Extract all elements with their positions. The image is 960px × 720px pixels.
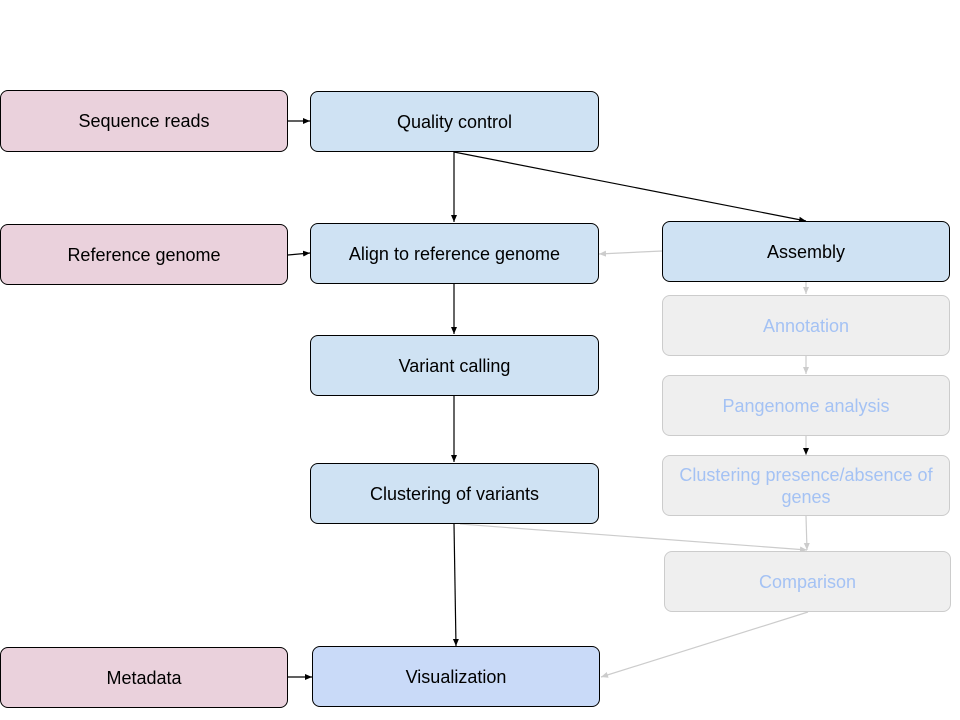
node-metadata-label: Metadata (106, 667, 182, 688)
node-comparison-label: Comparison (758, 571, 857, 592)
node-pangenome-analysis: Pangenome analysis (662, 375, 950, 436)
node-annotation: Annotation (662, 295, 950, 356)
node-annotation-label: Annotation (762, 315, 850, 336)
node-variant-calling: Variant calling (310, 335, 599, 396)
node-sequence-reads: Sequence reads (0, 90, 288, 152)
node-clustering-presence-label: Clustering presence/absence of genes (679, 464, 933, 507)
node-quality-control-label: Quality control (396, 111, 513, 132)
node-align-reference-label: Align to reference genome (348, 243, 561, 264)
node-comparison: Comparison (664, 551, 951, 612)
node-sequence-reads-label: Sequence reads (78, 111, 210, 131)
arrow-assembly-to-align (598, 250, 663, 257)
node-visualization-label: Visualization (405, 666, 507, 687)
node-reference-genome-label: Reference genome (67, 244, 221, 265)
node-pangenome-analysis-label: Pangenome analysis (722, 395, 890, 416)
arrow-comparison-to-visualization (600, 611, 809, 678)
arrow-clustering-variants-to-comparison (459, 523, 808, 553)
node-clustering-variants-label: Clustering of variants (369, 483, 540, 504)
node-clustering-variants: Clustering of variants (310, 463, 599, 524)
node-variant-calling-label: Variant calling (398, 355, 511, 376)
node-clustering-presence: Clustering presence/absence of genes (662, 455, 950, 516)
node-assembly: Assembly (662, 221, 950, 282)
arrow-clustering-to-visualization (452, 523, 459, 647)
node-assembly-label: Assembly (766, 241, 846, 262)
node-reference-genome: Reference genome (0, 224, 288, 285)
arrow-ref-to-align (287, 250, 311, 257)
node-quality-control: Quality control (310, 91, 599, 152)
node-metadata: Metadata (0, 647, 288, 708)
arrow-clustering-presence-to-comparison (803, 515, 810, 551)
arrow-qc-to-assembly (453, 151, 807, 223)
node-align-reference: Align to reference genome (310, 223, 599, 284)
node-visualization: Visualization (312, 646, 600, 707)
